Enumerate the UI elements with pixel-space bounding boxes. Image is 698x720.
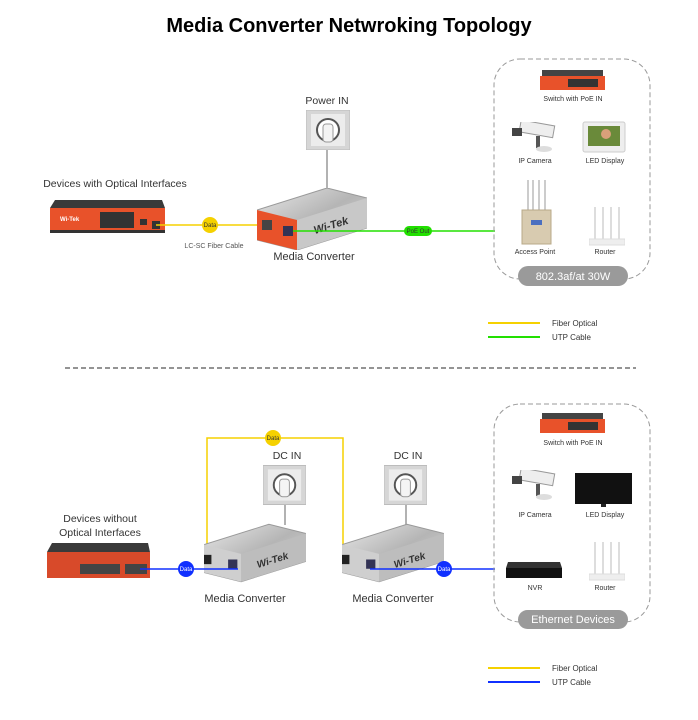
optical-switch-device: Wi-Tek bbox=[50, 200, 165, 233]
media-converter-device bbox=[342, 523, 444, 583]
media-converter-label: Media Converter bbox=[273, 251, 355, 263]
device-label: IP Camera bbox=[518, 512, 551, 519]
ip-camera-icon bbox=[512, 470, 556, 500]
media-converter-device bbox=[204, 523, 306, 583]
data-badge-text: Data bbox=[267, 436, 280, 442]
legend-fiber-label: Fiber Optical bbox=[552, 664, 598, 673]
data-badge-text: Data bbox=[204, 223, 217, 229]
device-label: LED Display bbox=[586, 512, 625, 519]
page-title: Media Converter Netwroking Topology bbox=[166, 15, 532, 37]
power-socket-icon bbox=[263, 465, 306, 505]
power-in-label: Power IN bbox=[305, 95, 348, 107]
group-label-pill bbox=[518, 610, 628, 629]
device-label: LED Display bbox=[586, 158, 625, 165]
legend-bottom: Fiber Optical UTP Cable bbox=[488, 664, 598, 687]
ethernet-switch-device bbox=[47, 543, 150, 578]
dc-in-label: DC IN bbox=[273, 450, 302, 462]
media-converter-label: Media Converter bbox=[352, 593, 434, 605]
led-display-icon bbox=[575, 473, 632, 507]
poe-switch-icon bbox=[540, 70, 605, 90]
legend-utp-label: UTP Cable bbox=[552, 333, 592, 342]
data-badge bbox=[202, 217, 218, 233]
poe-out-badge bbox=[404, 226, 432, 236]
legend-utp-label: UTP Cable bbox=[552, 678, 592, 687]
nvr-icon bbox=[506, 562, 562, 578]
group-label: 802.3af/at 30W bbox=[536, 271, 611, 283]
device-label: NVR bbox=[528, 585, 543, 592]
device-label: Switch with PoE IN bbox=[543, 96, 602, 103]
access-point-icon bbox=[521, 180, 552, 245]
poe-device-group bbox=[493, 58, 651, 280]
group-label: Ethernet Devices bbox=[531, 614, 615, 626]
media-converter-label: Media Converter bbox=[204, 593, 286, 605]
dc-in-label: DC IN bbox=[394, 450, 423, 462]
power-socket-icon bbox=[384, 465, 427, 505]
legend-top: Fiber Optical UTP Cable bbox=[488, 319, 598, 342]
device-label: Router bbox=[594, 249, 616, 256]
non-optical-device-label: Devices without bbox=[63, 513, 137, 525]
data-badge bbox=[436, 561, 452, 577]
device-label: Access Point bbox=[515, 249, 556, 256]
device-label: Switch with PoE IN bbox=[543, 440, 602, 447]
power-socket-icon bbox=[306, 110, 350, 150]
device-label: IP Camera bbox=[518, 158, 551, 165]
data-badge bbox=[178, 561, 194, 577]
data-badge bbox=[265, 430, 281, 446]
data-badge-text: Data bbox=[438, 567, 451, 573]
group-label-pill bbox=[518, 266, 628, 286]
legend-fiber-label: Fiber Optical bbox=[552, 319, 598, 328]
media-converter-device bbox=[257, 188, 367, 250]
optical-device-label: Devices with Optical Interfaces bbox=[43, 178, 187, 190]
non-optical-device-label: Optical Interfaces bbox=[59, 527, 141, 539]
router-icon bbox=[589, 207, 625, 246]
data-badge-text: Data bbox=[180, 567, 193, 573]
router-icon bbox=[589, 542, 625, 581]
poe-switch-icon bbox=[540, 413, 605, 433]
poe-out-text: PoE Out bbox=[407, 229, 430, 235]
ip-camera-icon bbox=[512, 122, 556, 152]
led-display-icon bbox=[582, 121, 626, 153]
brand-logo: Wi-Tek bbox=[60, 217, 80, 223]
cable-label: LC-SC Fiber Cable bbox=[184, 243, 243, 250]
device-label: Router bbox=[594, 585, 616, 592]
